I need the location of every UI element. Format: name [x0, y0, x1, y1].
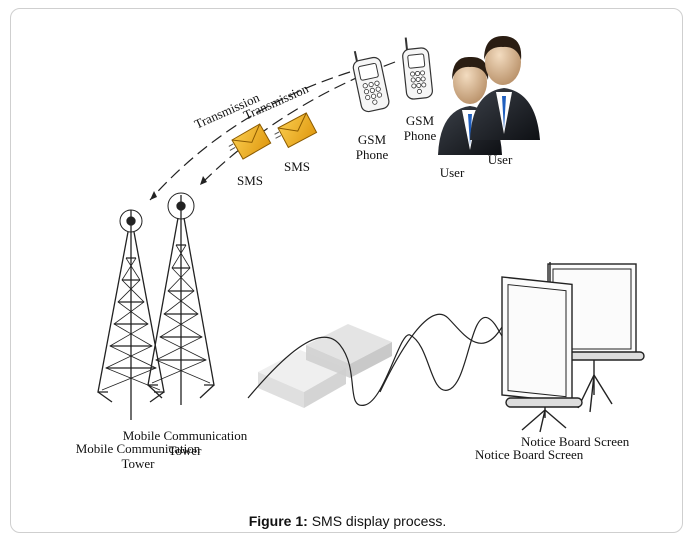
connection-wire [247, 317, 521, 406]
transmission-arc-2 [199, 61, 396, 186]
gsm-phone-icon [402, 37, 433, 100]
figure-caption: Figure 1: SMS display process. [0, 513, 695, 529]
gsm-phone-label: GSM Phone [355, 132, 389, 162]
notice-board-label: Notice Board Screen [521, 434, 630, 449]
sms-envelope-icon [274, 112, 318, 149]
transmission-arc-1 [149, 71, 351, 201]
caption-text: SMS display process. [307, 513, 447, 529]
gsm-phone-label: GSM Phone [403, 113, 437, 143]
user-label: User [487, 152, 513, 167]
user-icon [470, 36, 540, 140]
notice-board-icon [501, 276, 583, 433]
sms-envelope-icon [228, 123, 272, 160]
tower-icon [97, 209, 165, 420]
caption-label: Figure 1: [248, 513, 308, 529]
notice-board-label: Notice Board Screen [475, 447, 584, 462]
user-icon [438, 56, 502, 155]
controller-box-icon [306, 324, 392, 378]
tower-label: Mobile Communication Tower [122, 428, 248, 458]
user-label: User [439, 165, 465, 180]
gsm-phone-icon [352, 50, 390, 113]
sms-label: SMS [283, 159, 311, 174]
tower-icon [147, 192, 215, 405]
tower-label: Mobile Communication Tower [75, 441, 201, 471]
sms-label: SMS [236, 173, 264, 188]
